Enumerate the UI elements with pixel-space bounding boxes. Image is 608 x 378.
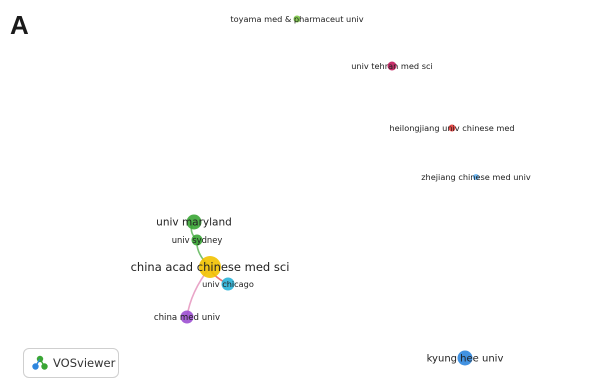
node-label-chinamed: china med univ: [154, 313, 220, 323]
vosviewer-label: VOSviewer: [53, 356, 116, 370]
node-label-tehran: univ tehran med sci: [351, 61, 433, 71]
node-chicago: [221, 277, 235, 291]
node-chinamed: [180, 310, 194, 324]
node-tehran: [387, 61, 397, 71]
node-cacms: [199, 256, 221, 278]
node-label-maryland: univ maryland: [156, 217, 232, 229]
node-label-kyunghee: kyung hee univ: [427, 354, 504, 365]
node-zhejiang: [473, 174, 479, 180]
node-label-toyama: toyama med & pharmaceut univ: [230, 14, 363, 24]
node-sydney: [191, 234, 203, 246]
panel-label: A: [10, 10, 29, 40]
node-label-cacms: china acad chinese med sci: [131, 260, 290, 274]
node-toyama: [293, 15, 301, 23]
node-label-chicago: univ chicago: [202, 279, 254, 289]
vosviewer-logo-icon: [32, 355, 48, 370]
node-maryland: [186, 214, 202, 230]
node-label-heilongjiang: heilongjiang univ chinese med: [389, 123, 514, 133]
vosviewer-badge: VOSviewer: [23, 348, 119, 378]
node-label-zhejiang: zhejiang chinese med univ: [421, 172, 531, 182]
node-kyunghee: [457, 350, 473, 366]
nodes-layer: [180, 15, 479, 366]
node-label-sydney: univ sydney: [172, 235, 223, 245]
node-heilongjiang: [448, 124, 456, 132]
labels-layer: toyama med & pharmaceut univ univ tehran …: [131, 14, 531, 365]
